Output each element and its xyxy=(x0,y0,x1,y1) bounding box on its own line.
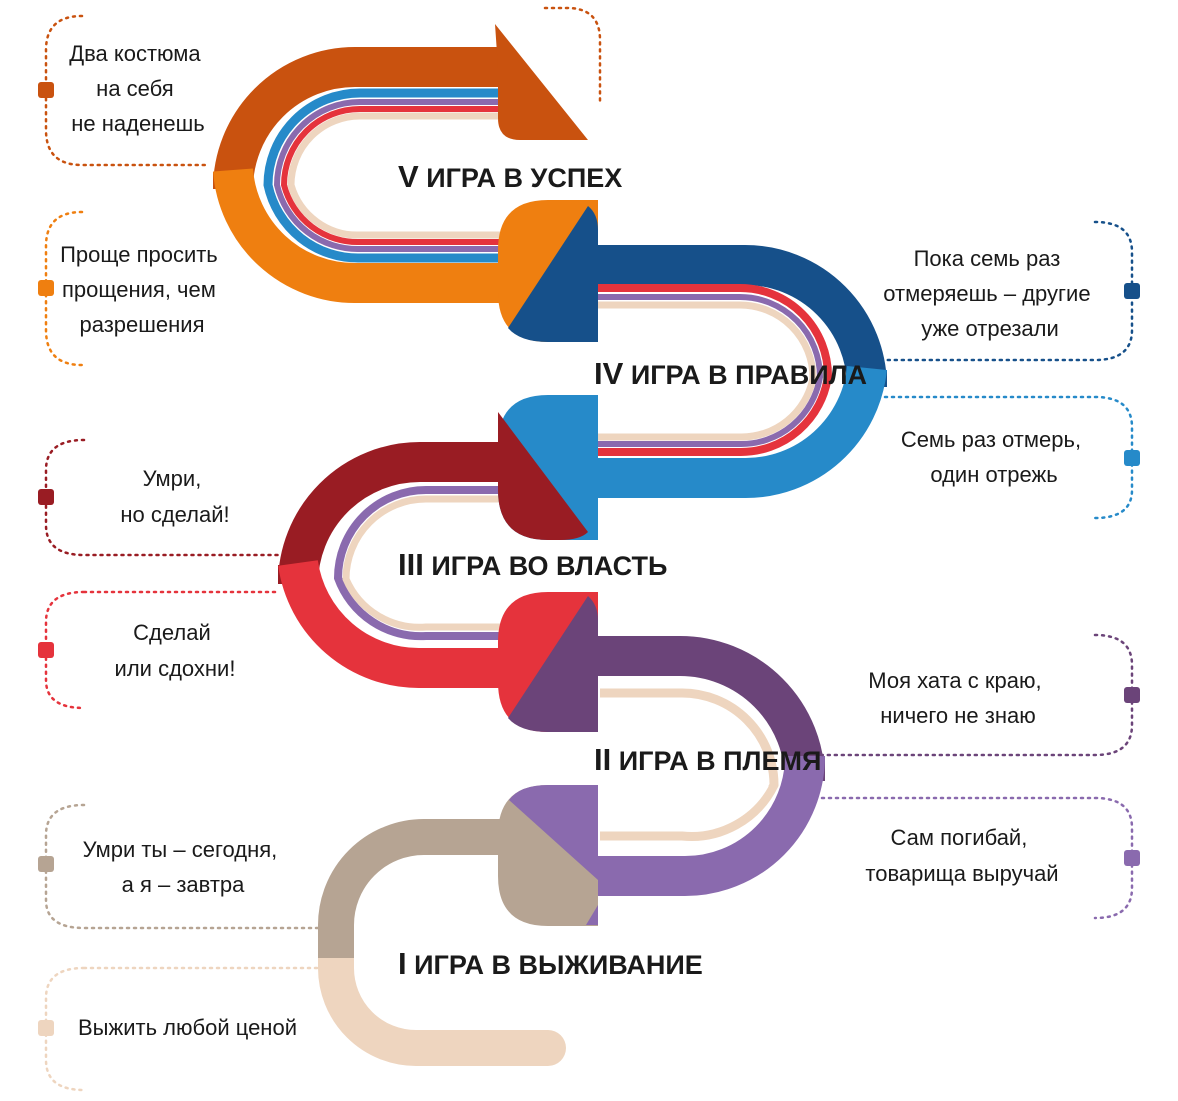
road-stage-4 xyxy=(545,245,887,499)
road-stage-3 xyxy=(278,442,548,689)
quote-4b: Семь раз отмерь, один отрежь xyxy=(901,427,1087,487)
marker-3b-icon xyxy=(38,642,54,658)
marker-2a-icon xyxy=(1124,687,1140,703)
stage-5-title: V ИГРА В УСПЕХ xyxy=(398,159,622,194)
markers xyxy=(38,82,1140,1036)
road-stage-1 xyxy=(318,819,566,1066)
road-stage-5 xyxy=(213,24,588,304)
marker-1a-icon xyxy=(38,856,54,872)
junction-1-2 xyxy=(498,785,598,926)
stage-4-title: IV ИГРА В ПРАВИЛА xyxy=(594,356,867,391)
quote-1b: Выжить любой ценой xyxy=(78,1015,297,1040)
junction-3-4 xyxy=(498,395,598,540)
junction-4-5 xyxy=(498,200,598,342)
road-stage-2 xyxy=(545,636,825,896)
stage-3-title: III ИГРА ВО ВЛАСТЬ xyxy=(398,547,667,582)
marker-3a-icon xyxy=(38,489,54,505)
arrow-head-icon xyxy=(495,24,588,140)
quote-3b: Сделай или сдохни! xyxy=(115,620,236,681)
stage-2-title: II ИГРА В ПЛЕМЯ xyxy=(594,742,821,777)
connectors xyxy=(44,6,1134,1092)
marker-1b-icon xyxy=(38,1020,54,1036)
quote-3a: Умри, но сделай! xyxy=(120,466,229,527)
marker-4b-icon xyxy=(1124,450,1140,466)
junction-2-3 xyxy=(498,592,598,732)
quote-5a: Два костюма на себя не наденешь xyxy=(69,41,207,136)
quote-2b: Сам погибай, товарища выручай xyxy=(865,825,1058,886)
quote-2a: Моя хата с краю, ничего не знаю xyxy=(868,668,1047,728)
quote-5b: Проще просить прощения, чем разрешения xyxy=(60,242,224,337)
quote-4a: Пока семь раз отмеряешь – другие уже отр… xyxy=(883,246,1096,341)
marker-4a-icon xyxy=(1124,283,1140,299)
quote-1a: Умри ты – сегодня, а я – завтра xyxy=(83,837,284,897)
stage-1-title: I ИГРА В ВЫЖИВАНИЕ xyxy=(398,946,703,981)
marker-2b-icon xyxy=(1124,850,1140,866)
marker-5b-icon xyxy=(38,280,54,296)
marker-5a-icon xyxy=(38,82,54,98)
